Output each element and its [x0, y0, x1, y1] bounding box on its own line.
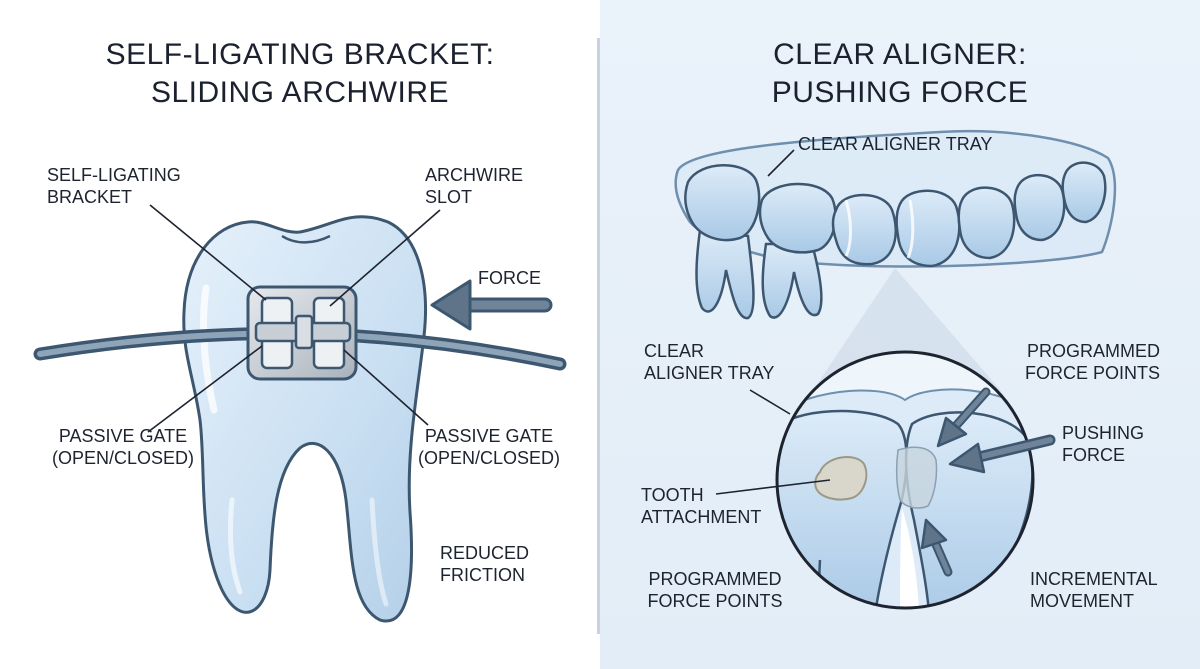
label-programmed-force-points-top: PROGRAMMED FORCE POINTS	[990, 340, 1160, 384]
label-line: PUSHING	[1062, 423, 1145, 443]
label-passive-gate-left: PASSIVE GATE (OPEN/CLOSED)	[38, 425, 208, 469]
left-title: SELF-LIGATING BRACKET: SLIDING ARCHWIRE	[40, 36, 560, 112]
label-line: FORCE	[1062, 445, 1125, 465]
label-line: FRICTION	[440, 565, 525, 585]
label-line: (OPEN/CLOSED)	[51, 448, 195, 468]
label-force: FORCE	[478, 268, 541, 288]
label-line: SLOT	[425, 187, 473, 207]
label-line: (OPEN/CLOSED)	[417, 448, 561, 468]
magnified-view	[775, 350, 1035, 610]
label-line: CLEAR	[644, 341, 705, 361]
left-title-line2: SLIDING ARCHWIRE	[150, 76, 450, 109]
label-line: INCREMENTAL	[1030, 569, 1158, 589]
label-line: SELF-LIGATING	[47, 165, 181, 185]
label-clear-aligner-tray-top: CLEAR ALIGNER TRAY	[798, 134, 993, 154]
label-line: FORCE POINTS	[1024, 363, 1160, 383]
label-line: ATTACHMENT	[641, 507, 762, 527]
left-leader-lines	[147, 204, 441, 433]
force-point-arrow-top	[936, 387, 991, 448]
label-line: PROGRAMMED	[1026, 341, 1160, 361]
label-line: PASSIVE GATE	[58, 426, 188, 446]
force-arrow	[430, 279, 553, 331]
label-line: TOOTH	[641, 485, 704, 505]
label-line: BRACKET	[47, 187, 133, 207]
pushing-force-arrow	[948, 434, 1056, 474]
label-self-ligating-bracket: SELF-LIGATING BRACKET	[47, 164, 181, 208]
label-line: MOVEMENT	[1030, 591, 1135, 611]
label-passive-gate-right: PASSIVE GATE (OPEN/CLOSED)	[404, 425, 574, 469]
bracket	[246, 285, 358, 381]
force-point-arrow-bottom	[920, 518, 953, 577]
right-title-line1: CLEAR ALIGNER:	[773, 38, 1027, 71]
molar-tooth	[182, 215, 427, 623]
label-line: ARCHWIRE	[425, 165, 523, 185]
label-archwire-slot: ARCHWIRE SLOT	[425, 164, 523, 208]
right-title: CLEAR ALIGNER: PUSHING FORCE	[640, 36, 1160, 112]
label-reduced-friction: REDUCED FRICTION	[440, 542, 529, 586]
right-leader-lines	[715, 149, 831, 495]
label-line: PROGRAMMED	[648, 569, 782, 589]
label-line: ALIGNER TRAY	[644, 363, 775, 383]
label-line: REDUCED	[440, 543, 530, 563]
label-incremental-movement: INCREMENTAL MOVEMENT	[1030, 568, 1158, 612]
label-clear-aligner-tray: CLEAR ALIGNER TRAY	[644, 340, 774, 384]
label-programmed-force-points-bottom: PROGRAMMED FORCE POINTS	[630, 568, 800, 612]
left-title-line1: SELF-LIGATING BRACKET:	[105, 38, 495, 71]
label-line: PASSIVE GATE	[424, 426, 554, 446]
panel-divider	[597, 38, 600, 634]
label-line: FORCE POINTS	[647, 591, 783, 611]
aligner-arch	[674, 129, 1117, 320]
label-pushing-force: PUSHING FORCE	[1062, 422, 1144, 466]
right-title-line2: PUSHING FORCE	[771, 76, 1029, 109]
label-tooth-attachment: TOOTH ATTACHMENT	[641, 484, 761, 528]
